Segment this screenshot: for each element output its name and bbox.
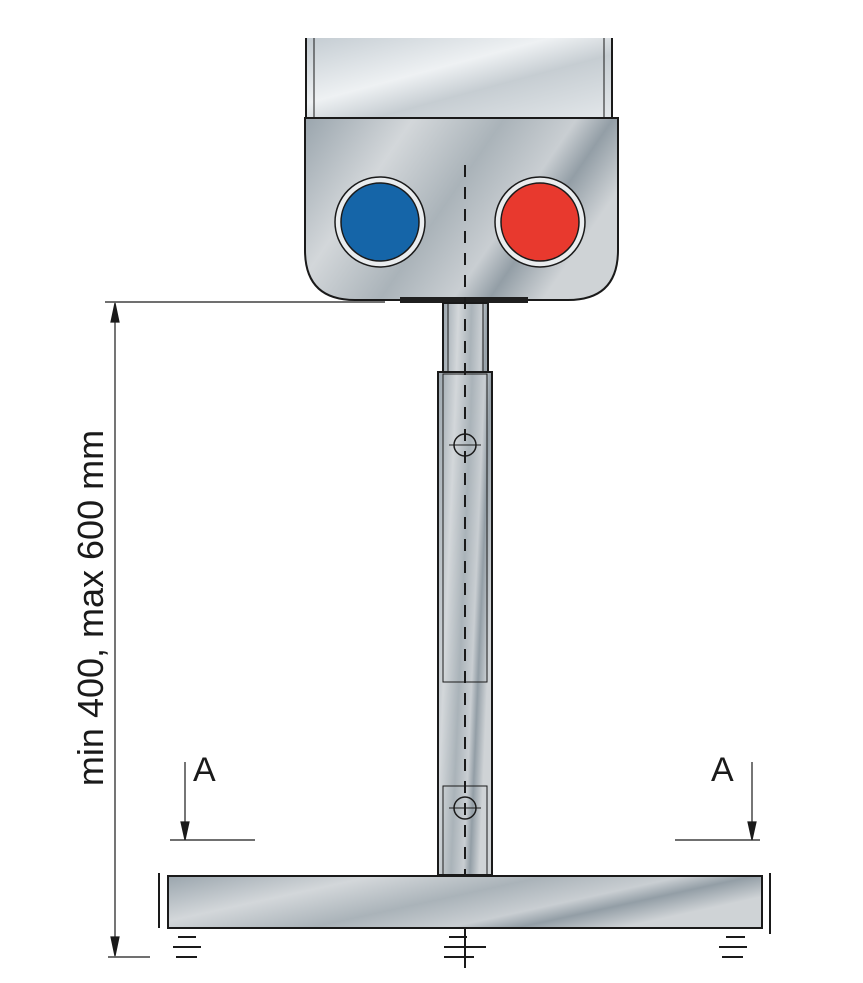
appliance-upper-panel	[305, 38, 613, 120]
height-dimension	[105, 301, 385, 958]
section-mark-left	[170, 762, 255, 841]
ground-symbol-center	[444, 928, 486, 968]
ground-symbol-right	[719, 936, 747, 958]
ground-symbol-left	[173, 936, 201, 958]
section-mark-right	[675, 762, 760, 841]
section-label-right: A	[711, 751, 734, 789]
height-dimension-label: min 400, max 600 mm	[70, 430, 111, 786]
hot-water-connection	[494, 176, 586, 268]
cold-water-connection	[334, 176, 426, 268]
section-label-left: A	[193, 751, 216, 789]
base-plate	[167, 875, 763, 929]
